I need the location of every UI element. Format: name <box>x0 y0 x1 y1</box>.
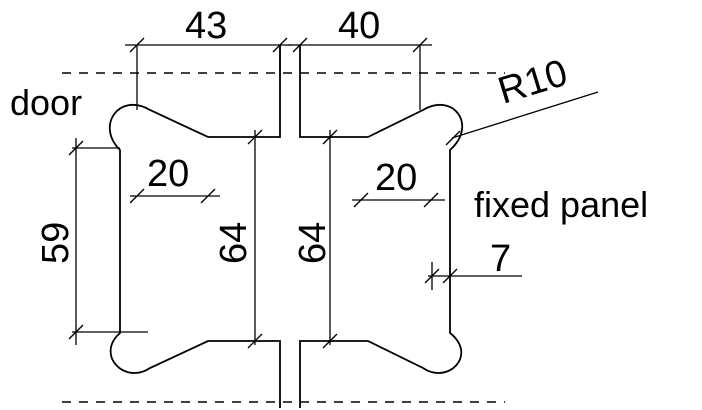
dim-20-right-text: 20 <box>375 157 417 199</box>
dim-64-left-text: 64 <box>213 222 255 264</box>
dim-43-text: 43 <box>185 5 227 47</box>
door-label: door <box>10 82 82 123</box>
fixed-panel-label: fixed panel <box>474 184 648 225</box>
dim-r10: R10 <box>445 52 599 146</box>
dim-43: 43 <box>125 5 292 110</box>
dim-59-text: 59 <box>35 222 77 264</box>
dim-40: 40 <box>288 5 432 110</box>
dim-7-text: 7 <box>490 238 511 280</box>
dim-59: 59 <box>35 138 148 345</box>
dim-20-left-text: 20 <box>147 153 189 195</box>
dim-20-right: 20 <box>352 157 445 208</box>
fixed-panel-profile <box>299 45 463 408</box>
reference-lines <box>62 72 505 403</box>
dim-7: 7 <box>424 238 522 290</box>
dim-20-left: 20 <box>129 153 220 204</box>
dim-64-left: 64 <box>213 129 263 349</box>
dim-64-right: 64 <box>292 129 338 349</box>
dim-64-right-text: 64 <box>292 222 334 264</box>
door-profile <box>108 45 281 408</box>
dim-40-text: 40 <box>338 5 380 47</box>
